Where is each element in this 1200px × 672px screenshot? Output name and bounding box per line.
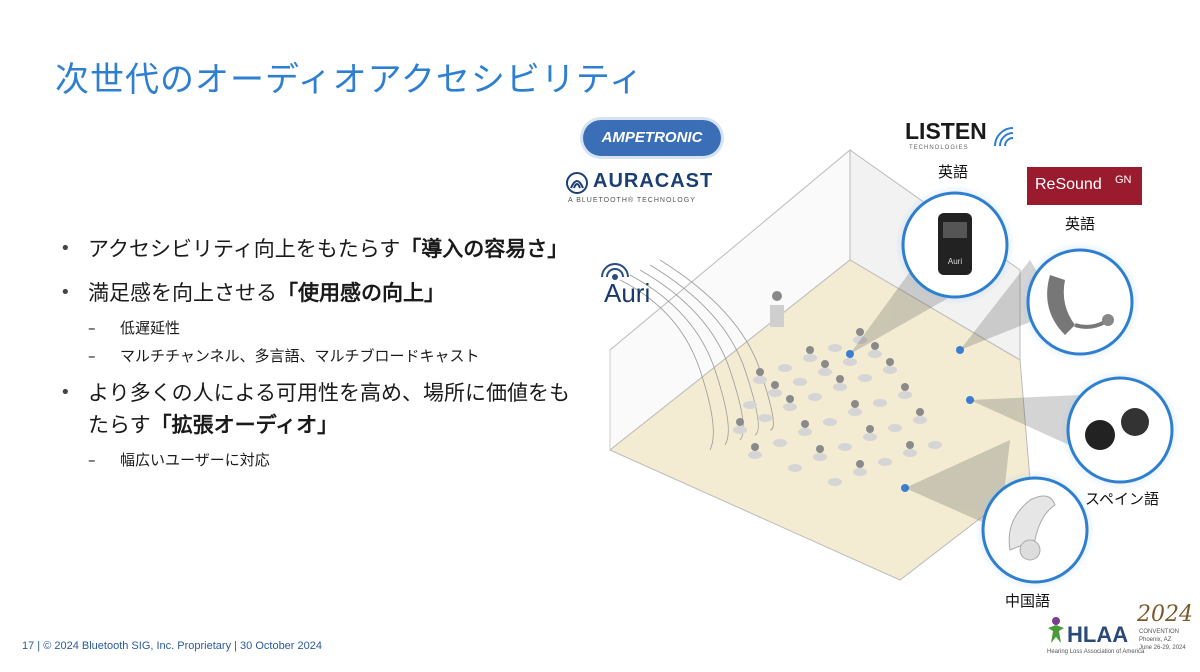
auracast-wordmark: AURACAST [593, 170, 714, 192]
ampetronic-logo [583, 120, 721, 156]
auditorium-svg: Auri [609, 148, 1180, 590]
room-floor [609, 259, 1031, 581]
bullet-list: アクセシビリティ向上をもたらす「導入の容易さ」 満足感を向上させる「使用感の向上… [60, 233, 580, 481]
hlaa-figure-icon [1048, 617, 1064, 643]
auri-wordmark: Auri [604, 278, 651, 308]
language-label: 英語 [938, 163, 969, 181]
resound-wordmark: ReSound [1035, 176, 1102, 193]
hlaa-convention: CONVENTION [1139, 629, 1180, 635]
listen-subtitle: TECHNOLOGIES [909, 145, 969, 151]
listen-wordmark: LISTEN [905, 118, 987, 144]
listen-logo: LISTEN TECHNOLOGIES [905, 118, 1025, 158]
bullet-text: アクセシビリティ向上をもたらす [88, 237, 401, 261]
language-label: 中国語 [1005, 592, 1051, 610]
bullet-emphasis: 「使用感の向上」 [277, 281, 445, 305]
hlaa-year: 2024 [1137, 602, 1193, 627]
resound-gn: GN [1115, 174, 1132, 186]
bullet-item-3: より多くの人による可用性を高め、場所に価値をもたらす「拡張オーディオ」 [60, 377, 580, 441]
bullet-text: 満足感を向上させる [88, 281, 277, 305]
sub-bullet-item: –マルチチャンネル、多言語、マルチブロードキャスト [88, 347, 480, 365]
sub-bullet-text: マルチチャンネル、多言語、マルチブロードキャスト [120, 347, 480, 365]
receiver-screen-label: Auri [948, 257, 962, 266]
speaker-figure [772, 291, 782, 301]
slide-footer: 17 | © 2024 Bluetooth SIG, Inc. Propriet… [22, 640, 322, 652]
device-earbuds [1060, 370, 1180, 490]
auracast-tagline: A BLUETOOTH® TECHNOLOGY [568, 197, 696, 204]
audience [733, 328, 974, 492]
device-cochlear-implant [975, 470, 1095, 590]
bullet-emphasis: 「導入の容易さ」 [400, 237, 569, 261]
slide-title: 次世代のオーディオアクセシビリティ [55, 60, 644, 100]
sub-bullet-item: –低遅延性 [88, 319, 181, 337]
sound-waves [619, 259, 774, 451]
ampetronic-logo-text: AMPETRONIC [601, 129, 703, 146]
resound-logo: ReSound GN [1027, 167, 1142, 205]
device-hearing-aid [1020, 242, 1140, 362]
auditorium-illustration: Auri 英語 英語 スペイン語 [560, 110, 1200, 640]
listen-wave-icon [994, 127, 1014, 147]
sub-bullet-text: 低遅延性 [120, 319, 181, 337]
podium [770, 305, 784, 327]
auri-logo: Auri [600, 262, 680, 308]
bullet-item-1: アクセシビリティ向上をもたらす「導入の容易さ」 [60, 233, 580, 265]
hlaa-wordmark: HLAA [1067, 622, 1129, 647]
hlaa-org: Hearing Loss Association of America [1047, 649, 1145, 655]
sub-bullet-text: 幅広いユーザーに対応 [120, 451, 270, 469]
hlaa-logo: HLAA 2024 CONVENTION Phoenix, AZ June 26… [1045, 600, 1195, 666]
language-label: 英語 [1065, 215, 1096, 233]
device-receiver: Auri [895, 185, 1015, 305]
bullet-emphasis: 「拡張オーディオ」 [150, 413, 339, 437]
bullet-text: より多くの人による可用性を高め、場所に価値をもたらす [88, 381, 570, 437]
hlaa-dates: June 26-29, 2024 [1139, 645, 1186, 651]
auracast-logo: AURACAST A BLUETOOTH® TECHNOLOGY [566, 170, 730, 210]
auri-broadcast-icon [601, 263, 629, 280]
bullet-item-2: 満足感を向上させる「使用感の向上」 [60, 277, 580, 309]
hlaa-place: Phoenix, AZ [1139, 637, 1172, 643]
auracast-icon [566, 172, 588, 194]
language-label: スペイン語 [1085, 490, 1159, 508]
sub-bullet-item: –幅広いユーザーに対応 [88, 451, 270, 469]
